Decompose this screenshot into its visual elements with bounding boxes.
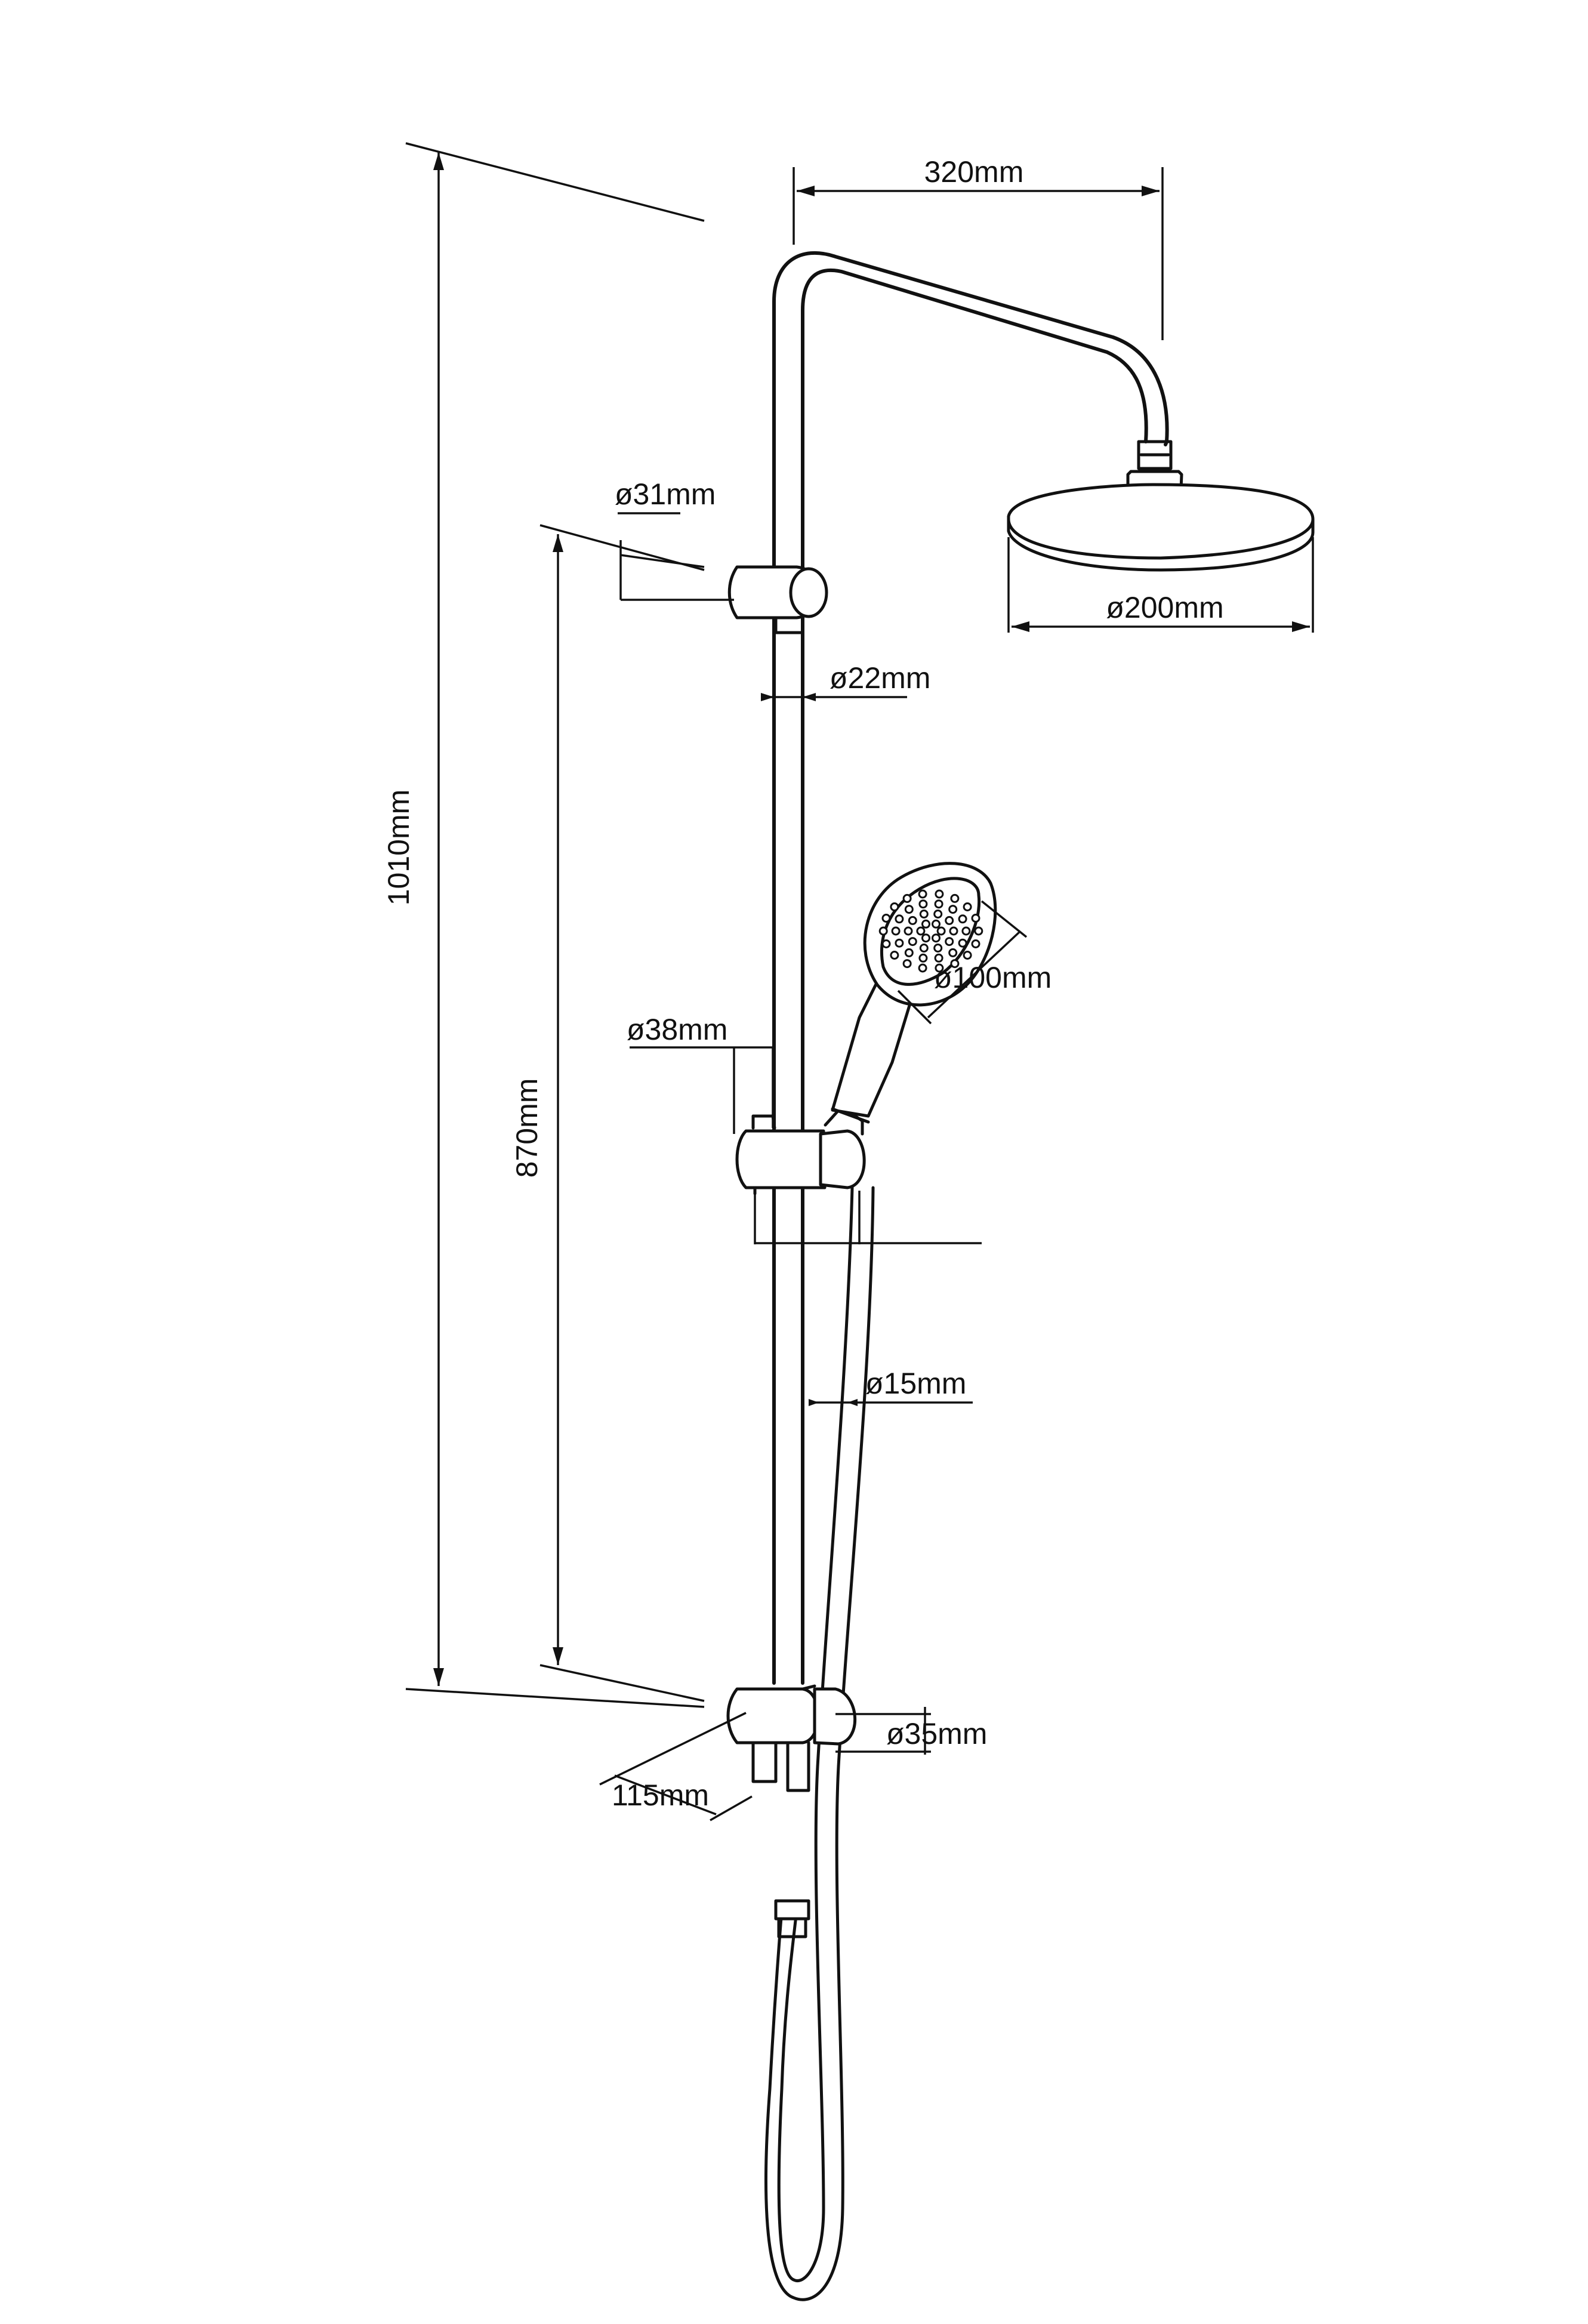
nozzle-dot [933,910,943,918]
nozzle-dot [945,916,954,925]
dim-arm-reach: 320mm [793,155,1164,340]
nozzle-dot [908,916,917,925]
nozzle-dot [921,919,930,929]
label-slider-travel: 870mm [510,1078,544,1178]
label-slider-diameter: ø38mm [627,1013,727,1046]
dim-hose-diameter: ø15mm [809,1367,973,1406]
hand-shower [831,862,997,1124]
nozzle-dot [932,933,941,943]
nozzle-dot [961,926,971,936]
nozzle-dot [958,938,967,948]
nozzle-dot [895,914,904,924]
nozzle-dot [921,933,930,943]
nozzle-dot [974,926,983,936]
dim-total-height: 1010mm [382,142,705,1708]
dim-rail-diameter: ø22mm [761,661,930,701]
nozzle-dots [878,889,983,973]
nozzle-dot [918,899,928,909]
label-head-diameter: ø200mm [1106,591,1223,624]
nozzle-dot [948,905,958,914]
shower-head [1007,440,1315,572]
top-wall-bracket [727,565,828,634]
nozzle-dot [902,959,912,969]
nozzle-dot [918,963,927,973]
nozzle-dot [918,953,928,963]
nozzle-dot [902,893,912,903]
nozzle-dot [881,939,891,948]
nozzle-dot [890,951,899,960]
nozzle-dot [935,889,944,899]
slider-bracket [735,1105,866,1195]
nozzle-dot [919,944,929,953]
nozzle-dot [958,914,967,924]
nozzle-dot [904,926,913,936]
dim-slider-travel: 870mm [510,524,705,1702]
nozzle-dot [878,926,888,936]
nozzle-dot [963,951,972,960]
bottom-wall-bracket [726,1684,857,1792]
nozzle-dot [934,899,943,909]
label-total-height: 1010mm [382,790,415,906]
dim-slider-diameter: ø38mm [627,1013,982,1244]
nozzle-dot [933,944,943,953]
dim-top-bracket: ø31mm [615,477,734,601]
dim-head-diameter: ø200mm [1007,537,1314,633]
nozzle-dot [934,953,943,963]
nozzle-dot [895,938,904,948]
nozzle-dot [971,939,980,948]
nozzle-dot [950,959,960,969]
nozzle-dot [963,902,972,911]
nozzle-dot [881,914,891,923]
nozzle-dot [948,948,958,957]
nozzle-dot [950,893,960,903]
dim-wall-projection: 115mm [599,1712,753,1821]
nozzle-dot [891,926,901,936]
nozzle-dot [945,937,954,947]
nozzle-dot [904,905,914,914]
label-rail-diameter: ø22mm [830,661,930,695]
label-wall-projection: 115mm [612,1779,709,1812]
dim-bottom-bracket: ø35mm [835,1707,987,1755]
label-hose-diameter: ø15mm [865,1367,966,1400]
nozzle-dot [919,910,929,918]
dim-handset-diameter: ø100mm [897,900,1052,1025]
label-top-bracket: ø31mm [615,477,716,511]
shower-hose [764,1186,875,2301]
nozzle-dot [916,926,926,936]
nozzle-dot [904,948,914,957]
label-handset-diameter: ø100mm [934,961,1052,994]
nozzle-dot [932,919,941,929]
nozzle-dot [908,937,917,947]
nozzle-dot [949,926,958,936]
nozzle-dot [971,914,980,923]
nozzle-dot [936,926,946,936]
nozzle-dot [935,963,944,973]
nozzle-dot [890,902,899,911]
label-bottom-bracket: ø35mm [886,1717,987,1750]
nozzle-dot [918,889,927,899]
label-arm-reach: 320mm [924,155,1024,189]
